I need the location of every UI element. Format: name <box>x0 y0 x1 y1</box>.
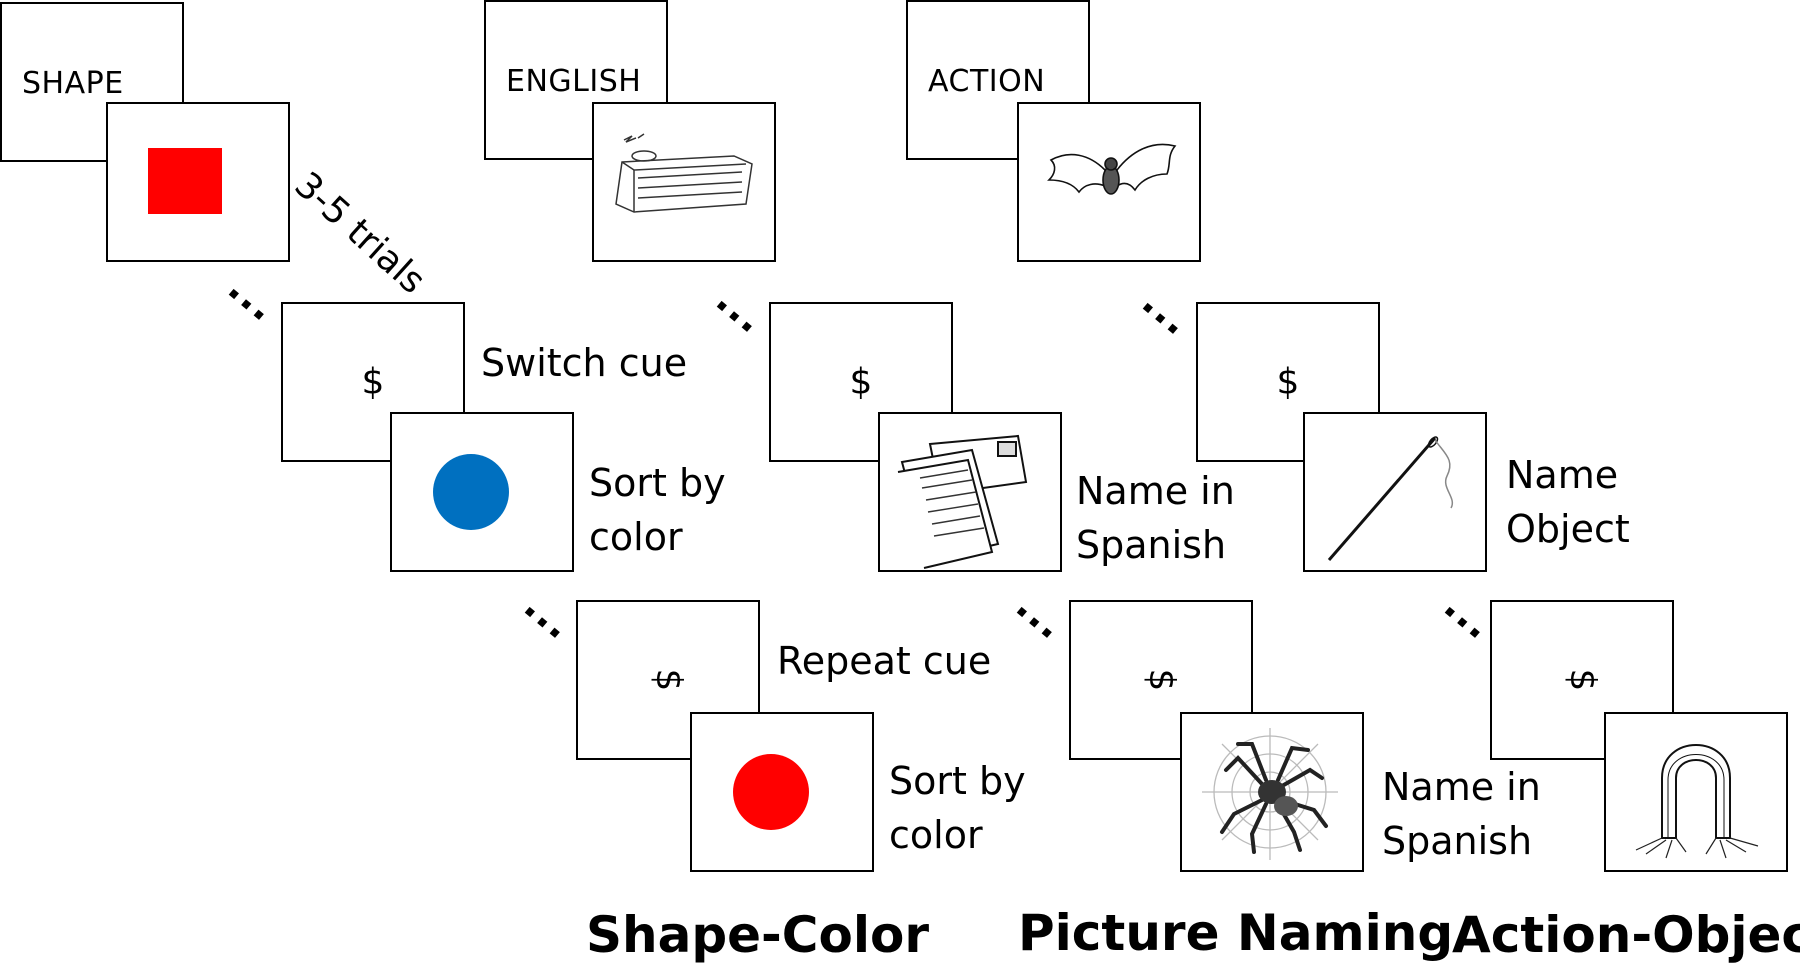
stimulus-card-magnet <box>1604 712 1788 872</box>
title-action-object: Action-Object <box>1452 906 1800 964</box>
stimulus-card-blue-circle <box>390 412 574 572</box>
task-cue-text: SHAPE <box>22 66 124 101</box>
switch-response-line1: Sort by <box>589 461 726 505</box>
ellipsis-4: ... <box>1007 582 1075 649</box>
naming-switch-response-line2: Spanish <box>1076 523 1227 567</box>
repeat-response-line2: color <box>889 813 983 857</box>
switch-cue-symbol: $ <box>361 361 385 403</box>
stimulus-card-letters <box>878 412 1062 572</box>
repeat-cue-wrapper: $ <box>1492 660 1672 701</box>
magnet-picture <box>1635 744 1759 859</box>
naming-repeat-response-line1: Name in <box>1382 765 1541 809</box>
switch-cue-card-naming: $ <box>769 302 953 462</box>
red-square-stimulus <box>148 148 222 214</box>
trials-note: 3-5 trials <box>286 164 433 302</box>
red-circle-stimulus <box>733 754 809 830</box>
repeat-cue-symbol: $ <box>1140 668 1182 692</box>
switch-cue-symbol: $ <box>849 361 873 403</box>
naming-switch-response-line1: Name in <box>1076 469 1235 513</box>
ellipsis-5: ... <box>1133 278 1201 345</box>
switch-cue-label: Switch cue <box>481 341 688 385</box>
stimulus-card-needle <box>1303 412 1487 572</box>
needle-picture <box>1327 436 1454 561</box>
letters-picture <box>897 434 1028 569</box>
ellipsis-3: ... <box>707 276 775 343</box>
switch-cue-symbol: $ <box>1276 361 1300 403</box>
stimulus-card-red-circle <box>690 712 874 872</box>
repeat-cue-wrapper: $ <box>1071 660 1251 701</box>
task-cue-text: ENGLISH <box>506 64 642 99</box>
ellipsis-1: ... <box>219 264 287 331</box>
stimulus-card-spider <box>1180 712 1364 872</box>
action-switch-response-line1: Name <box>1506 453 1619 497</box>
title-picture-naming: Picture Naming <box>1018 904 1454 962</box>
repeat-cue-symbol: $ <box>647 668 689 692</box>
repeat-cue-label: Repeat cue <box>777 639 992 683</box>
task-cue-text: ACTION <box>928 64 1046 99</box>
naming-repeat-response-line2: Spanish <box>1382 819 1533 863</box>
task-cue-card-shape: SHAPE <box>0 2 184 162</box>
repeat-response-line1: Sort by <box>889 759 1026 803</box>
action-switch-response-line2: Object <box>1506 507 1630 551</box>
bat-picture <box>1047 143 1177 195</box>
repeat-cue-wrapper: $ <box>578 660 758 701</box>
title-shape-color: Shape-Color <box>586 906 929 964</box>
bathtub-picture <box>615 133 753 213</box>
repeat-cue-symbol: $ <box>1561 668 1603 692</box>
blue-circle-stimulus <box>433 454 509 530</box>
stimulus-card-bat <box>1017 102 1201 262</box>
ellipsis-2: ... <box>515 582 583 649</box>
stimulus-card-red-square <box>106 102 290 262</box>
switch-response-line2: color <box>589 515 683 559</box>
spider-picture <box>1202 728 1338 860</box>
stimulus-card-bathtub <box>592 102 776 262</box>
